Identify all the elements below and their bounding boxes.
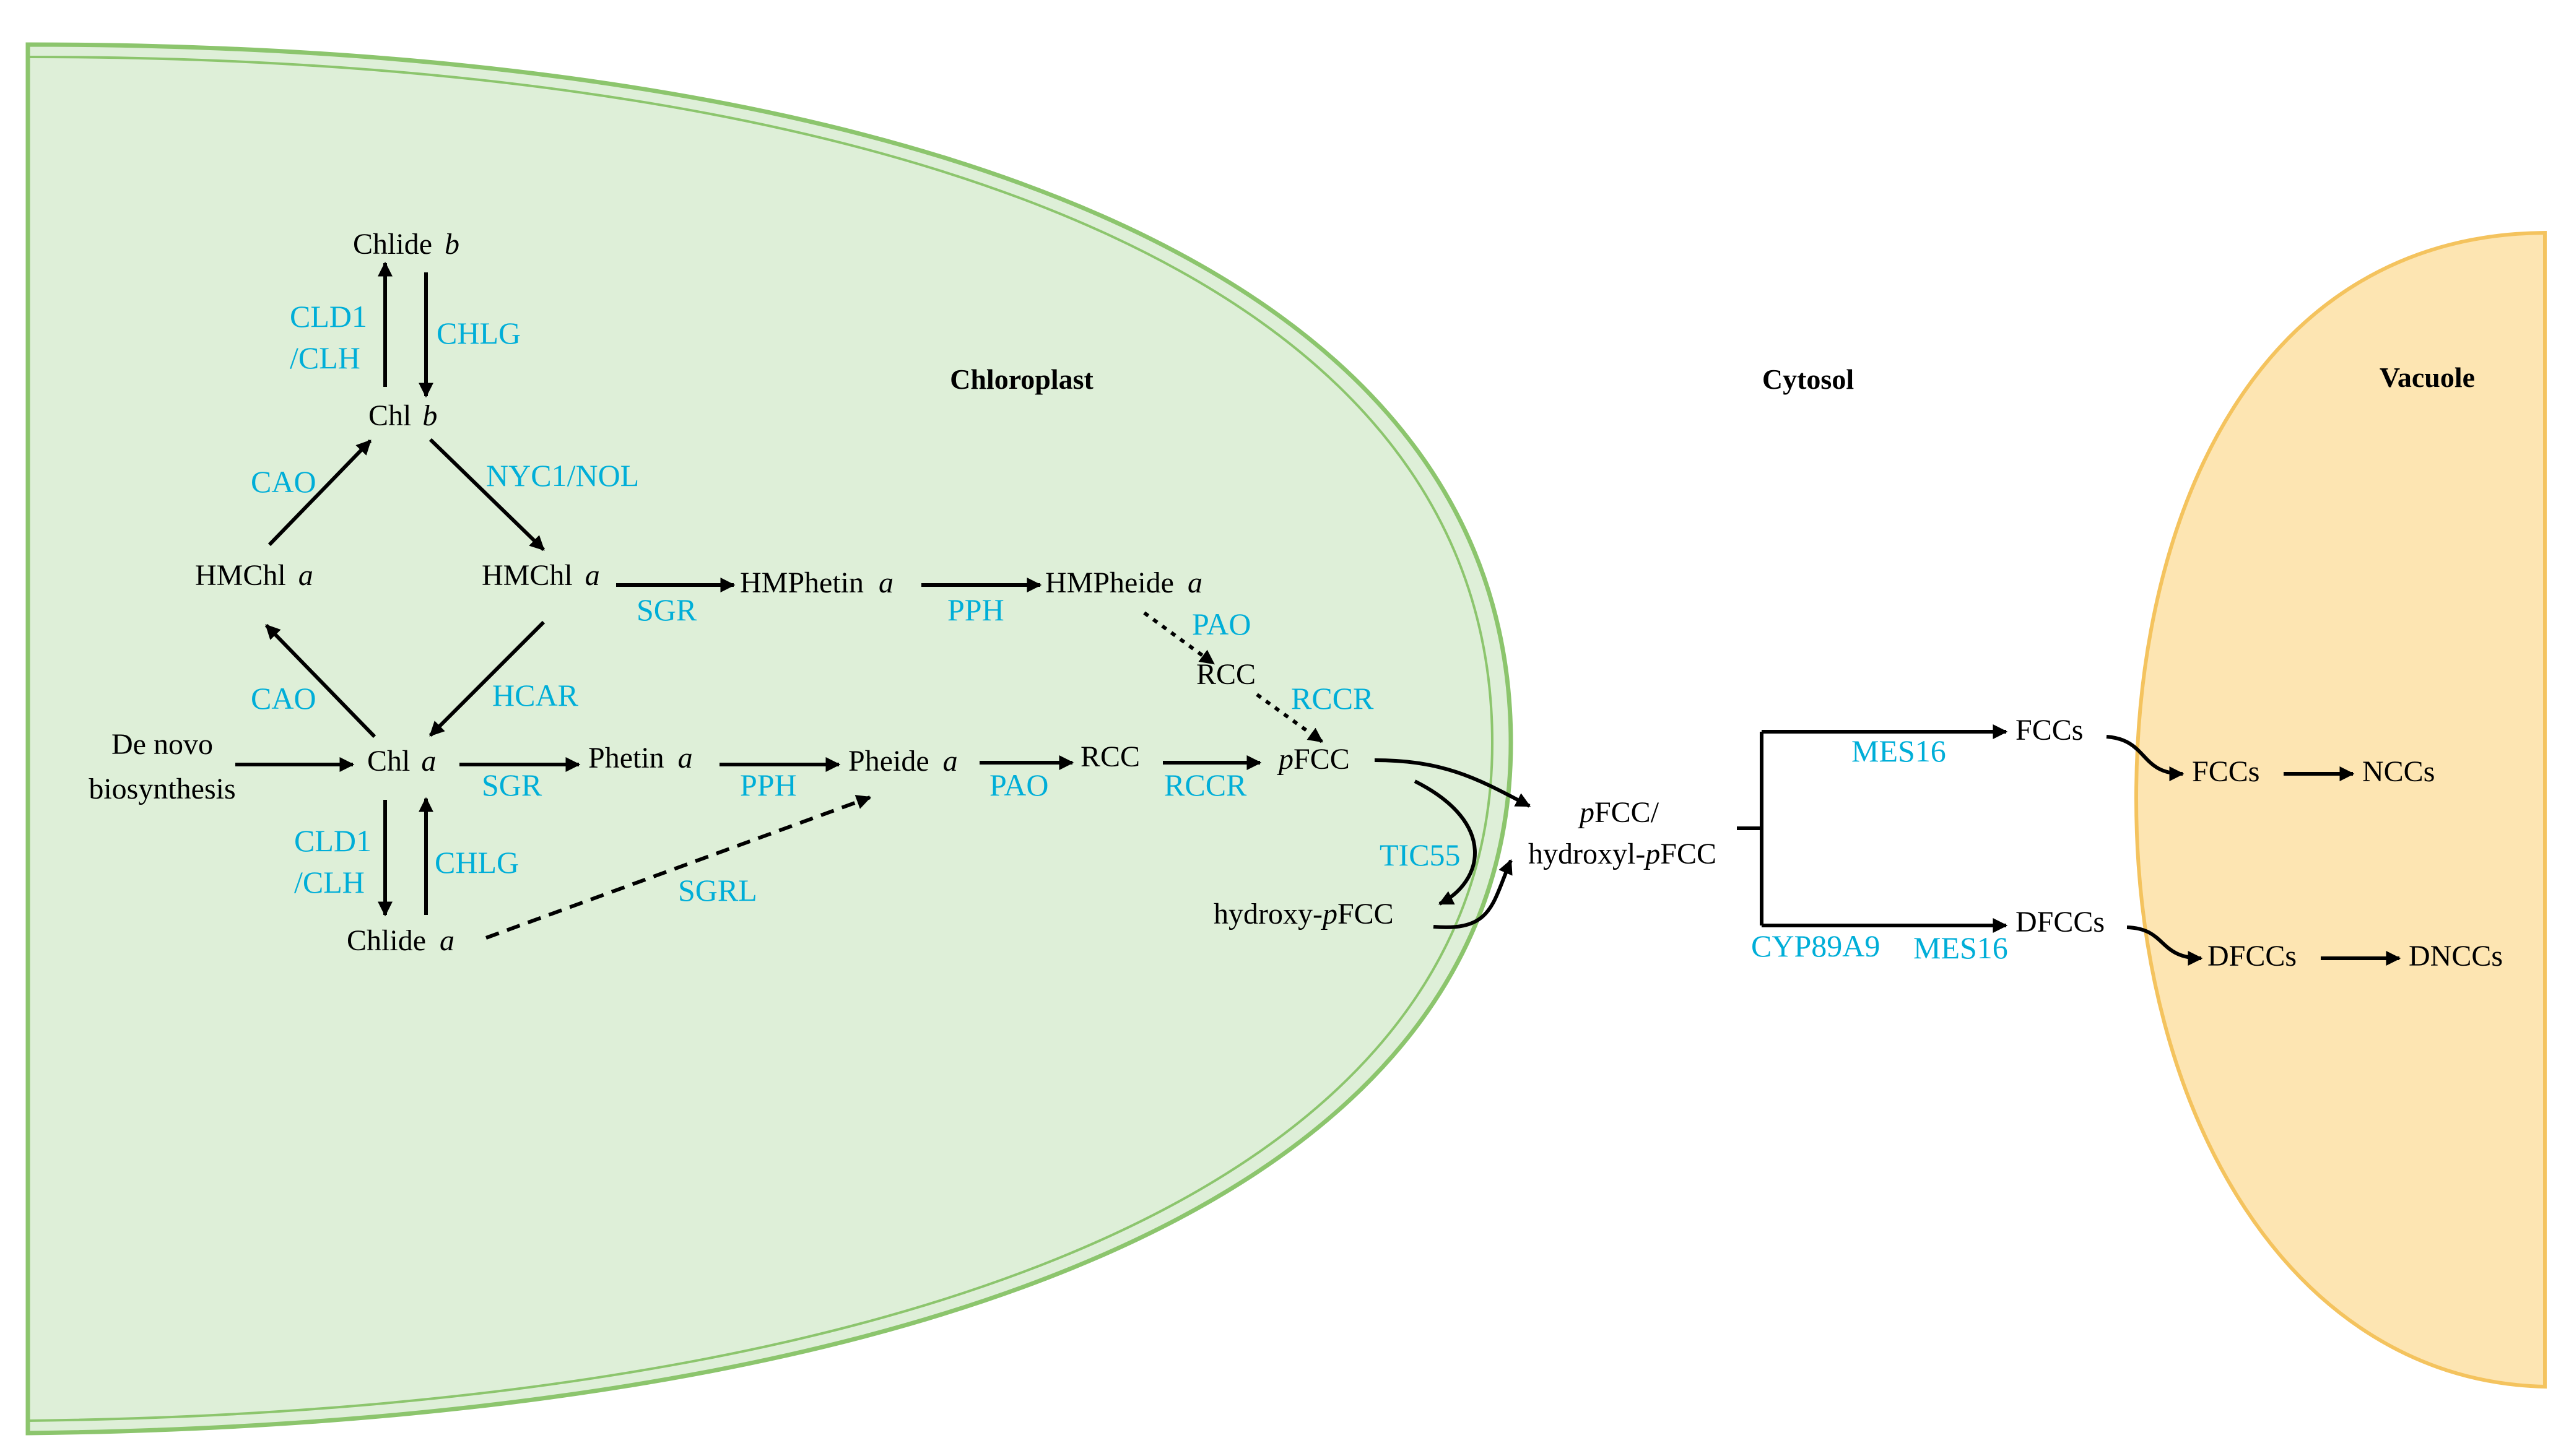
- arrow-pfcc-to-cytosol: [1374, 758, 1531, 808]
- bracket-cytosol-branch: [1737, 732, 1763, 925]
- dfccs-vacuole-label: DFCCs: [2207, 940, 2297, 973]
- pao-bottom-label: PAO: [989, 768, 1048, 802]
- pheide-a-label: Pheide a: [848, 745, 958, 778]
- nccs-label: NCCs: [2362, 755, 2435, 788]
- arrow-hmpheide-to-rcc-dotted: [1143, 611, 1215, 665]
- mes16-top-label: MES16: [1851, 734, 1946, 768]
- de-novo-label-line2: biosynthesis: [89, 773, 235, 805]
- vacuole-compartment: [2134, 230, 2547, 1389]
- cld1-clh-top-label-2: /CLH: [290, 340, 360, 375]
- rcc-upper-label: RCC: [1196, 658, 1256, 691]
- chl-a-label: Chl a: [367, 745, 436, 778]
- cld1-clh-top-label-1: CLD1: [290, 299, 367, 334]
- phetin-a-label: Phetin a: [588, 742, 693, 774]
- cytosol-pfcc-label: pFCC/: [1578, 796, 1659, 829]
- vacuole-label: Vacuole: [2380, 362, 2475, 393]
- nyc1-nol-label: NYC1/NOL: [486, 458, 639, 493]
- sgr-bottom-label: SGR: [482, 768, 542, 802]
- cytosol-hydroxyl-pfcc-label: hydroxyl-pFCC: [1528, 838, 1716, 870]
- rccr-top-label: RCCR: [1291, 681, 1374, 716]
- chlide-b-label: Chlide b: [353, 228, 459, 261]
- chlide-a-label: Chlide a: [347, 924, 454, 957]
- arrow-chlide-a-to-pheide-dashed: [485, 795, 872, 940]
- chl-b-label: Chl b: [368, 399, 437, 432]
- pph-bottom-label: PPH: [740, 768, 797, 802]
- mes16-bottom-label: MES16: [1913, 930, 2008, 965]
- hmchl-a-left-label: HMChl a: [195, 559, 313, 592]
- arrow-pfcc-to-hydroxy-pfcc: [1414, 779, 1477, 906]
- pao-top-label: PAO: [1192, 607, 1251, 641]
- arrow-dfccs-into-vacuole: [2126, 925, 2203, 966]
- hmchl-a-right-label: HMChl a: [482, 559, 600, 592]
- chloroplast-label: Chloroplast: [950, 363, 1094, 395]
- chlg-top-label: CHLG: [437, 316, 521, 350]
- cld1-clh-bottom-label-1: CLD1: [294, 823, 372, 858]
- hmpheide-a-label: HMPheide a: [1045, 566, 1202, 599]
- chlg-bottom-label: CHLG: [435, 845, 519, 880]
- chloroplast-compartment: [25, 42, 1513, 1436]
- chloroplast-inner-membrane: [27, 56, 1494, 1422]
- hmphetin-a-label: HMPhetin a: [740, 566, 894, 599]
- fccs-cytosol-label: FCCs: [2015, 714, 2083, 747]
- cao-top-label: CAO: [251, 464, 316, 499]
- arrow-fccs-into-vacuole: [2106, 735, 2185, 781]
- cytosol-label: Cytosol: [1762, 363, 1854, 395]
- arrow-chl-a-to-hmchl-left: [264, 623, 376, 739]
- arrow-chl-b-to-hmchl-right: [428, 438, 546, 552]
- hcar-label: HCAR: [492, 678, 579, 713]
- sgr-top-label: SGR: [637, 592, 697, 627]
- hydroxy-pfcc-label: hydroxy-pFCC: [1214, 898, 1394, 930]
- arrow-rcc-to-pfcc-dotted: [1256, 693, 1323, 743]
- arrow-hmchl-to-chl-b: [267, 439, 372, 547]
- de-novo-label-line1: De novo: [111, 728, 213, 761]
- cld1-clh-bottom-label-2: /CLH: [294, 865, 365, 899]
- fccs-vacuole-label: FCCs: [2192, 755, 2259, 788]
- cao-bottom-label: CAO: [251, 681, 316, 716]
- tic55-label: TIC55: [1380, 838, 1461, 872]
- dnccs-label: DNCCs: [2409, 940, 2503, 973]
- rccr-bottom-label: RCCR: [1164, 768, 1247, 802]
- pph-top-label: PPH: [947, 592, 1004, 627]
- dfccs-cytosol-label: DFCCs: [2015, 906, 2105, 938]
- rcc-lower-label: RCC: [1080, 740, 1140, 773]
- pfcc-label: pFCC: [1277, 743, 1350, 776]
- arrow-hmchl-right-to-chl-a: [428, 620, 546, 737]
- arrow-hydroxy-pfcc-to-cytosol: [1433, 859, 1513, 929]
- sgrl-label: SGRL: [678, 873, 757, 908]
- cyp89a9-label: CYP89A9: [1751, 929, 1880, 963]
